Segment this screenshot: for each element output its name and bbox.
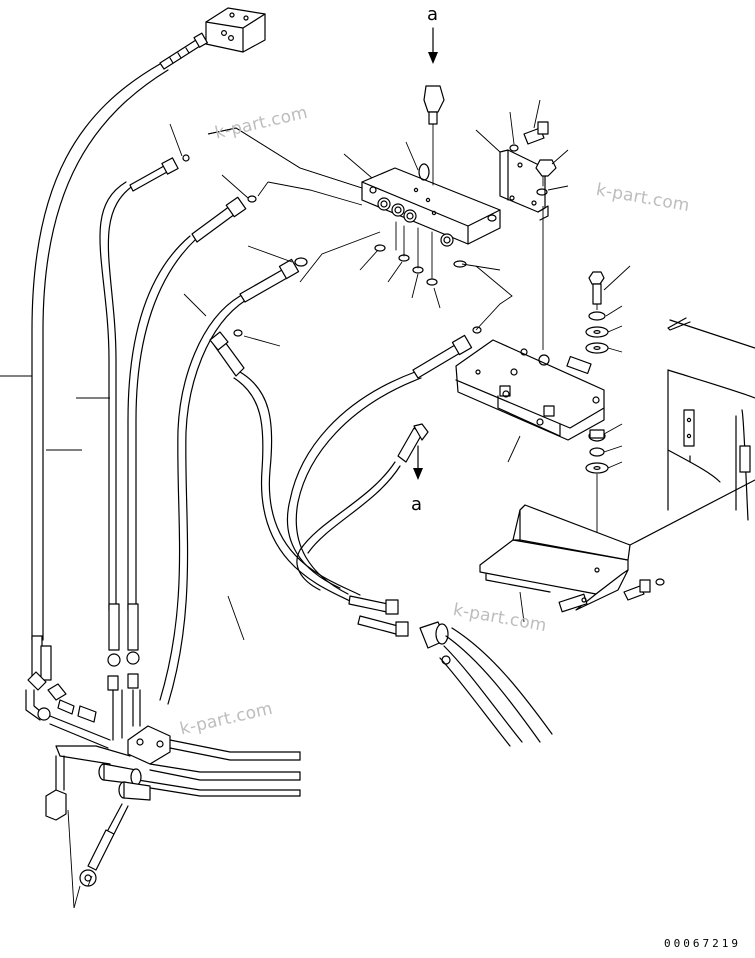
tube-clamp	[127, 725, 301, 797]
view-marker-top: a	[427, 4, 439, 25]
view-marker-bottom: a	[411, 494, 423, 515]
hose-lines-left	[31, 63, 247, 705]
connector-bottom	[397, 423, 429, 480]
fitting-cluster-bottom-left	[25, 603, 141, 749]
hose-fitting-bottom	[79, 803, 129, 887]
hose-fitting-1	[129, 154, 190, 192]
leader-lines	[0, 99, 631, 909]
view-arrow-top	[423, 27, 445, 186]
support-bracket	[479, 504, 631, 613]
o-rings-manifold	[374, 163, 497, 286]
bolt-support	[623, 578, 665, 601]
seat-cabinet	[629, 317, 755, 546]
down-arrow-icon	[413, 468, 423, 480]
drawing-number: 00067219	[664, 937, 741, 950]
tube-couplings	[45, 745, 151, 821]
control-base-plate	[455, 339, 605, 441]
hose-lines-center	[233, 371, 422, 603]
hose-bundle-right	[348, 595, 553, 747]
bolts-bracket	[509, 121, 557, 196]
leader-manifold-group	[207, 127, 363, 189]
manifold-block	[361, 167, 501, 279]
hose-fitting-4	[412, 326, 482, 379]
hose-fitting-top-left	[159, 32, 208, 70]
hose-fitting-2	[191, 195, 257, 243]
elbow-fitting	[209, 329, 245, 377]
valve-block-top-left	[205, 7, 266, 53]
down-arrow-icon	[428, 52, 438, 64]
hose-fitting-3	[239, 257, 308, 303]
